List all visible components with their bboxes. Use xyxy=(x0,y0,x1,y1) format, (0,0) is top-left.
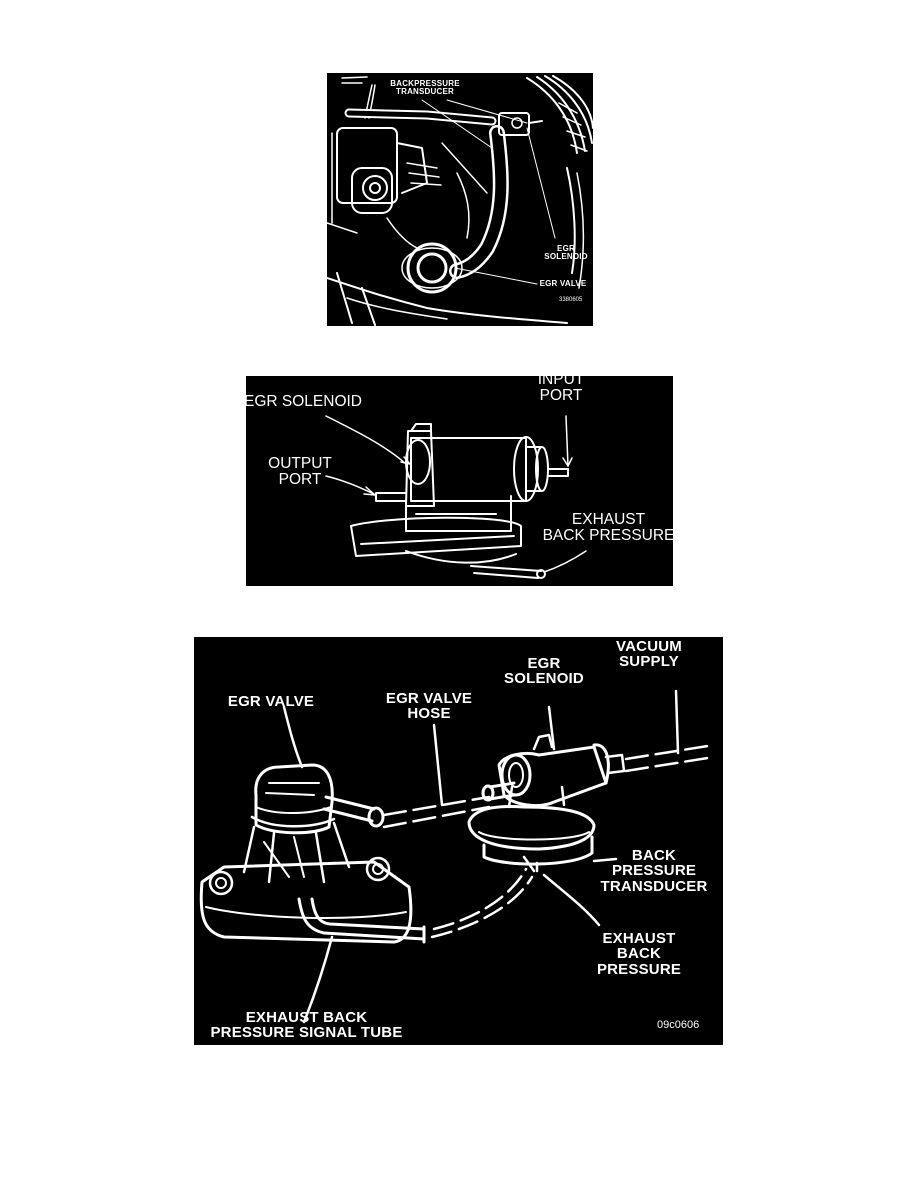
figure-code: 3380605 xyxy=(559,297,583,303)
figure-code: 09c0606 xyxy=(657,1019,700,1031)
label-exhaust-back-pressure: EXHAUST BACK PRESSURE xyxy=(542,511,673,544)
egr-routing-illustration xyxy=(199,689,716,1024)
label-exhaust-back-pressure: EXHAUST BACK PRESSURE xyxy=(596,930,682,978)
solenoid-transducer-assembly-figure: EGR SOLENOID INPUT PORT OUTPUT PORT EXHA… xyxy=(246,376,673,586)
egr-system-routing-figure: EGR VALVE EGR VALVE HOSE EGR SOLENOID VA… xyxy=(194,637,723,1045)
label-vacuum-supply: VACUUM SUPPLY xyxy=(616,638,682,671)
label-egr-valve: EGR VALVE xyxy=(539,279,587,288)
label-egr-valve: EGR VALVE xyxy=(227,693,315,710)
label-output-port: OUTPUT PORT xyxy=(268,455,332,488)
engine-egr-location-figure: BACKPRESSURE TRANSDUCER EGR SOLENOID EGR… xyxy=(327,73,593,326)
label-egr-valve-hose: EGR VALVE HOSE xyxy=(385,690,473,723)
engine-illustration xyxy=(327,75,593,326)
label-egr-solenoid: EGR SOLENOID xyxy=(246,393,362,410)
label-egr-solenoid: EGR SOLENOID xyxy=(544,244,588,262)
label-exhaust-back-pressure-signal-tube: EXHAUST BACK PRESSURE SIGNAL TUBE xyxy=(210,1009,403,1042)
solenoid-assembly-illustration xyxy=(325,415,587,579)
label-egr-solenoid: EGR SOLENOID xyxy=(504,655,584,688)
label-back-pressure-transducer: BACK PRESSURE TRANSDUCER xyxy=(600,847,708,895)
label-input-port: INPUT PORT xyxy=(537,376,585,404)
label-backpressure-transducer: BACKPRESSURE TRANSDUCER xyxy=(390,79,460,97)
